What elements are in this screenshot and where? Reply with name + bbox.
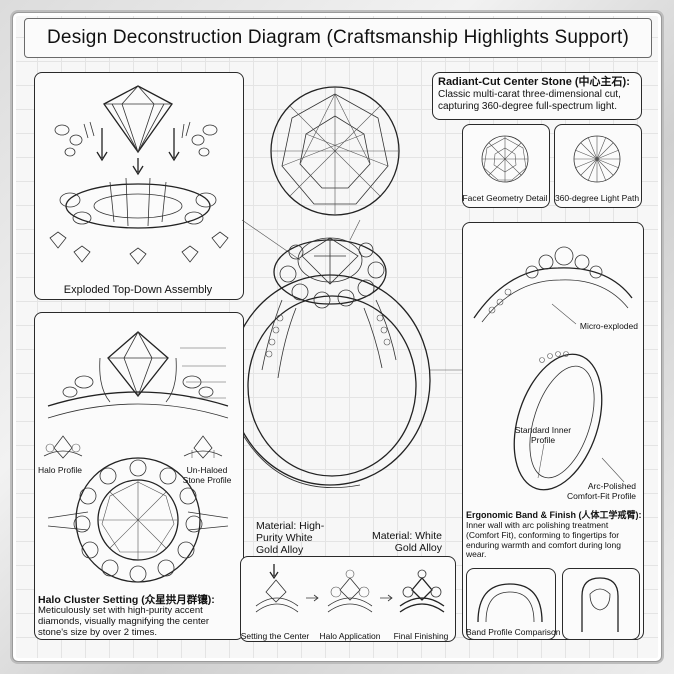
halo-profile-icon	[43, 435, 83, 459]
fingertip-icon	[581, 577, 619, 632]
halo-heading: Halo Cluster Setting (众星拱月群镶):	[38, 594, 215, 606]
step-arrow-2	[380, 594, 393, 602]
center-stone-header	[432, 72, 642, 120]
micro-exploded-label: Micro-exploded	[579, 321, 638, 331]
band-description: Inner wall with arc polishing treatment …	[466, 520, 621, 560]
arc-polished-label: Arc-Polished Comfort-Fit Profile	[567, 481, 636, 501]
band-micro-exploded-illustration	[473, 246, 633, 325]
facet-geometry-icon	[481, 135, 529, 183]
facet-geometry-label: Facet Geometry Detail	[462, 193, 548, 203]
band-comparison-right	[562, 568, 640, 640]
step-halo-icon	[327, 569, 373, 613]
exploded-panel	[34, 72, 244, 300]
light-path-panel	[554, 124, 642, 208]
main-ring-illustration	[229, 219, 462, 489]
halo-side-illustration	[47, 331, 229, 419]
center-stone-icon	[270, 86, 400, 216]
band-side-profile-illustration	[513, 351, 625, 491]
band-comparison-label: Band Profile Comparison	[466, 627, 561, 637]
page-title: Design Deconstruction Diagram (Craftsman…	[24, 18, 652, 58]
exploded-illustration	[49, 85, 229, 265]
light-path-icon	[573, 135, 621, 183]
material-label-right: Material: White Gold Alloy	[371, 530, 442, 555]
material-label-left: Material: High-Purity White Gold Alloy	[256, 520, 325, 557]
halo-description: Meticulously set with high-purity accent…	[38, 605, 210, 638]
center-stone-description: Classic multi-carat three-dimensional cu…	[438, 89, 621, 112]
band-profile-arc-icon	[477, 583, 543, 623]
facet-detail-panel	[462, 124, 550, 208]
step-halo-label: Halo Application	[319, 631, 381, 641]
step-setting-label: Setting the Center	[240, 631, 310, 641]
light-path-label: 360-degree Light Path	[554, 193, 640, 203]
standard-inner-profile-label: Standard Inner Profile	[514, 425, 572, 445]
exploded-caption: Exploded Top-Down Assembly	[63, 284, 213, 296]
step-setting-icon	[255, 564, 299, 613]
unhaloed-profile-label: Un-Haloed Stone Profile	[182, 465, 232, 485]
step-finishing-label: Final Finishing	[393, 631, 449, 641]
band-heading: Ergonomic Band & Finish (人体工学戒臂):	[466, 510, 642, 520]
step-arrow-1	[306, 594, 319, 602]
center-stone-heading: Radiant-Cut Center Stone (中心主石):	[438, 76, 630, 88]
unhaloed-profile-icon	[183, 435, 223, 459]
halo-top-view	[47, 457, 229, 583]
step-finishing-icon	[399, 569, 445, 613]
halo-profile-label: Halo Profile	[38, 465, 82, 475]
